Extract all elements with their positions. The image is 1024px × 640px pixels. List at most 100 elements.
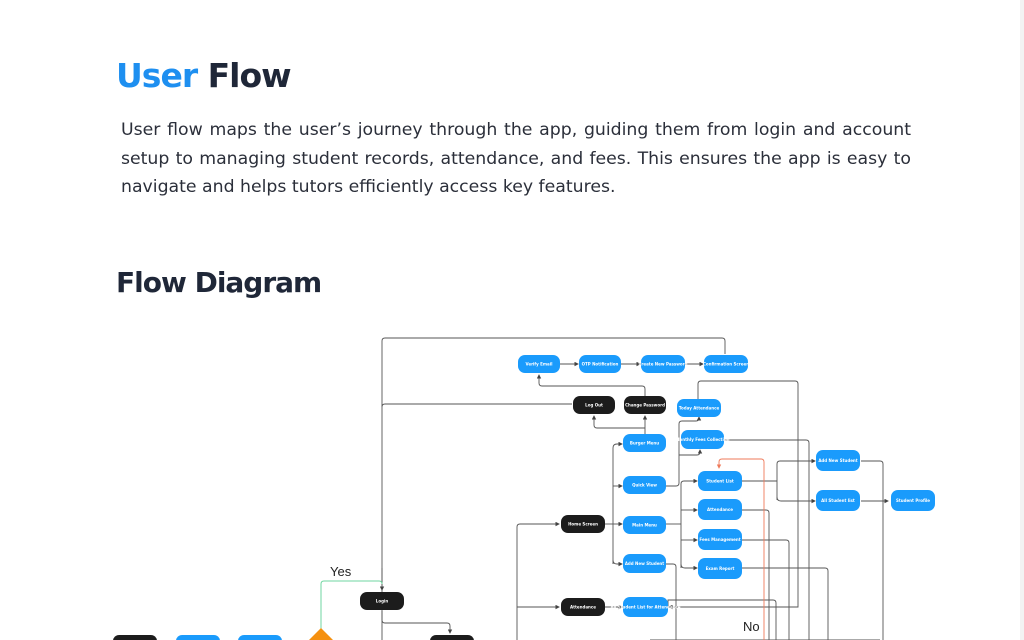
node-monthly-fees-collection[interactable]: Monthly Fees Collection bbox=[676, 430, 730, 449]
connector-yes bbox=[320, 580, 383, 630]
node-label: Student Profile bbox=[896, 498, 930, 503]
node-change-password[interactable]: Change Password bbox=[624, 396, 666, 414]
node-label: Home Screen bbox=[568, 521, 598, 526]
node-label: All Student list bbox=[821, 498, 855, 503]
node-box[interactable] bbox=[677, 399, 721, 417]
connector-exam-down bbox=[742, 567, 829, 640]
node-bottom-dark-1[interactable] bbox=[113, 635, 157, 640]
node-today-attendance[interactable]: Today Attendance bbox=[677, 399, 721, 417]
node-box[interactable] bbox=[561, 598, 605, 616]
node-box[interactable] bbox=[623, 554, 666, 573]
node-box[interactable] bbox=[816, 490, 860, 511]
node-exam-report[interactable]: Exam Report bbox=[698, 558, 742, 579]
node-bottom-dark-2[interactable] bbox=[430, 635, 474, 640]
node-label: Monthly Fees Collection bbox=[676, 437, 730, 442]
node-box[interactable] bbox=[623, 434, 666, 452]
connector-burger-logout bbox=[591, 415, 645, 429]
node-box[interactable] bbox=[698, 471, 742, 491]
connector-logout-left bbox=[381, 403, 572, 408]
node-all-student-list-attendance[interactable]: All Student List for Attendance bbox=[610, 597, 681, 617]
page-title: User Flow bbox=[116, 56, 292, 95]
node-box[interactable] bbox=[623, 476, 666, 494]
node-box[interactable] bbox=[698, 558, 742, 579]
yes-label: Yes bbox=[330, 564, 352, 579]
node-label: Attendance bbox=[707, 507, 733, 512]
node-label: Today Attendance bbox=[679, 405, 720, 410]
node-label: Student List bbox=[706, 478, 734, 483]
node-label: Add New Student bbox=[625, 561, 664, 566]
node-add-new-student-right[interactable]: Add New Student bbox=[816, 450, 860, 471]
node-label: Create New Password bbox=[638, 361, 687, 366]
connector-right-loop-2 bbox=[667, 599, 777, 640]
node-label: Attendance bbox=[570, 604, 596, 609]
node-all-student-list[interactable]: All Student list bbox=[816, 490, 860, 511]
no-label: No bbox=[743, 619, 760, 634]
node-box[interactable] bbox=[579, 355, 621, 373]
node-attendance-sub[interactable]: Attendance bbox=[698, 499, 742, 520]
node-attendance-main[interactable]: Attendance bbox=[561, 598, 605, 616]
node-quick-view[interactable]: Quick View bbox=[623, 476, 666, 494]
node-box[interactable] bbox=[641, 355, 685, 373]
node-box[interactable] bbox=[518, 355, 560, 373]
node-box[interactable] bbox=[891, 490, 935, 511]
node-verify-email[interactable]: Verify Email bbox=[518, 355, 560, 373]
node-box[interactable] bbox=[698, 529, 742, 550]
decision-diamond[interactable] bbox=[305, 628, 337, 640]
node-label: Fees Management bbox=[699, 537, 740, 542]
node-student-list[interactable]: Student List bbox=[698, 471, 742, 491]
connector-to-home bbox=[516, 521, 560, 640]
section-title: Flow Diagram bbox=[116, 266, 322, 299]
node-log-out[interactable]: Log Out bbox=[573, 396, 615, 414]
page-edge bbox=[1020, 0, 1024, 640]
connector-no-loop bbox=[716, 458, 765, 640]
node-burger-menu[interactable]: Burger Menu bbox=[623, 434, 666, 452]
node-fees-management[interactable]: Fees Management bbox=[698, 529, 742, 550]
node-label: OTP Notification bbox=[582, 361, 619, 366]
node-box[interactable] bbox=[623, 597, 668, 617]
node-label: Exam Report bbox=[706, 566, 735, 571]
node-confirmation-screen[interactable]: Confirmation Screen bbox=[703, 355, 749, 373]
description: User flow maps the user’s journey throug… bbox=[121, 120, 911, 197]
node-box[interactable] bbox=[681, 430, 724, 449]
node-student-profile[interactable]: Student Profile bbox=[891, 490, 935, 511]
node-box[interactable] bbox=[561, 515, 605, 533]
node-main-menu[interactable]: Main Menu bbox=[623, 516, 666, 534]
node-label: Main Menu bbox=[632, 522, 657, 527]
connector-quick-monthly bbox=[679, 449, 703, 456]
connectors bbox=[379, 337, 889, 640]
node-add-new-student[interactable]: Add New Student bbox=[623, 554, 666, 573]
node-home-screen[interactable]: Home Screen bbox=[561, 515, 605, 533]
node-box[interactable] bbox=[704, 355, 748, 373]
node-otp-notification[interactable]: OTP Notification bbox=[579, 355, 621, 373]
node-label: Log Out bbox=[585, 402, 603, 407]
node-bottom-blue-1[interactable] bbox=[176, 635, 220, 640]
node-label: Confirmation Screen bbox=[703, 361, 749, 366]
connector-to-addnew bbox=[612, 559, 623, 567]
node-box[interactable] bbox=[816, 450, 860, 471]
connector-to-exam bbox=[680, 563, 698, 571]
connector-top-loop bbox=[381, 337, 726, 640]
connector-addnew-down bbox=[666, 563, 677, 640]
node-label: Burger Menu bbox=[630, 440, 659, 445]
node-label: Login bbox=[376, 598, 389, 603]
nodes: Verify Email OTP Notification Create New P… bbox=[360, 355, 935, 617]
node-box[interactable] bbox=[698, 499, 742, 520]
node-create-new-password[interactable]: Create New Password bbox=[638, 355, 688, 373]
node-box[interactable] bbox=[624, 396, 666, 414]
connector-login-down bbox=[381, 611, 453, 634]
connector-to-addnew-right bbox=[776, 458, 816, 500]
node-box[interactable] bbox=[573, 396, 615, 414]
node-box[interactable] bbox=[360, 592, 404, 610]
node-login[interactable]: Login bbox=[360, 592, 404, 610]
connector-monthly-right bbox=[724, 439, 810, 640]
node-box[interactable] bbox=[623, 516, 666, 534]
connector-to-studentlist bbox=[680, 478, 698, 568]
node-bottom-blue-2[interactable] bbox=[238, 635, 282, 640]
node-label: Quick View bbox=[632, 482, 657, 487]
connector-changepw-verify bbox=[536, 374, 646, 398]
connector-addnew-right-down bbox=[861, 460, 884, 640]
title-accent: User bbox=[116, 56, 198, 95]
connector-attendance-sub-down bbox=[742, 509, 770, 640]
connector-fees-down bbox=[742, 539, 790, 640]
